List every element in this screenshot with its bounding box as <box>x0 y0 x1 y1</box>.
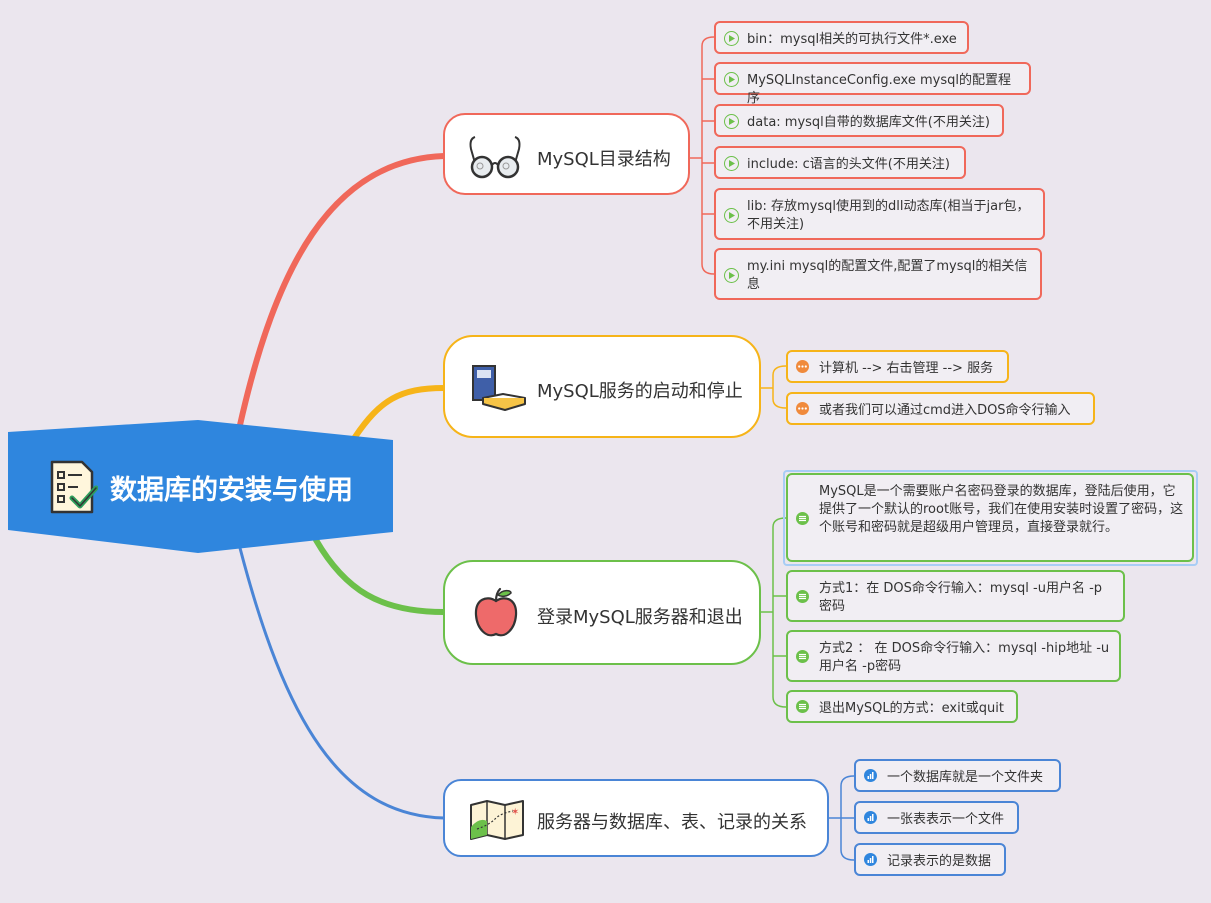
leaf-text: 记录表示的是数据 <box>887 854 992 869</box>
root-node[interactable] <box>8 420 393 553</box>
checklist-icon <box>48 460 99 518</box>
leaf-text: 退出MySQL的方式：exit或quit <box>819 701 1005 716</box>
more-icon <box>796 402 809 415</box>
list-icon <box>796 700 809 713</box>
more-icon <box>796 360 809 373</box>
leaf-text: include: c语言的头文件(不用关注) <box>747 157 950 172</box>
bar-chart-icon <box>864 811 877 824</box>
leaf-item[interactable]: my.ini mysql的配置文件,配置了mysql的相关信息 <box>714 248 1042 300</box>
branch-login-logout[interactable]: 登录MySQL服务器和退出 <box>443 560 761 665</box>
leaf-item[interactable]: 方式1：在 DOS命令行输入：mysql -u用户名 -p密码 <box>786 570 1125 622</box>
leaf-text: 方式2 ： 在 DOS命令行输入：mysql -hip地址 -u用户名 -p密码 <box>819 641 1110 674</box>
connector-branch-2 <box>352 385 447 440</box>
connector-branch-4 <box>238 546 446 820</box>
branch-title: MySQL目录结构 <box>537 149 671 170</box>
glasses-icon <box>467 133 523 183</box>
leaf-item[interactable]: MySQL是一个需要账户名密码登录的数据库，登陆后使用，它提供了一个默认的roo… <box>786 473 1194 562</box>
leaf-text: MySQL是一个需要账户名密码登录的数据库，登陆后使用，它提供了一个默认的roo… <box>819 484 1184 535</box>
leaf-item[interactable]: 记录表示的是数据 <box>854 843 1006 876</box>
leaf-item[interactable]: data: mysql自带的数据库文件(不用关注) <box>714 104 1004 137</box>
play-icon <box>724 31 739 46</box>
bar-chart-icon <box>864 853 877 866</box>
branch-title: MySQL服务的启动和停止 <box>537 381 743 402</box>
leaf-item[interactable]: 一个数据库就是一个文件夹 <box>854 759 1061 792</box>
leaf-item[interactable]: 方式2 ： 在 DOS命令行输入：mysql -hip地址 -u用户名 -p密码 <box>786 630 1121 682</box>
leaf-text: 一张表表示一个文件 <box>887 812 1005 827</box>
svg-text:✶: ✶ <box>511 807 519 818</box>
leaf-text: my.ini mysql的配置文件,配置了mysql的相关信息 <box>747 259 1028 292</box>
branch-3-child-lines <box>760 517 787 708</box>
branch-4-child-lines <box>828 775 855 861</box>
branch-title: 登录MySQL服务器和退出 <box>537 607 743 628</box>
apple-icon <box>473 587 519 643</box>
play-icon <box>724 156 739 171</box>
leaf-text: lib: 存放mysql使用到的dll动态库(相当于jar包，不用关注) <box>747 199 1030 232</box>
leaf-item[interactable]: 或者我们可以通过cmd进入DOS命令行输入 <box>786 392 1095 425</box>
play-icon <box>724 114 739 129</box>
branch-server-db-relationship[interactable]: ✶ 服务器与数据库、表、记录的关系 <box>443 779 829 857</box>
branch-directory-structure[interactable]: MySQL目录结构 <box>443 113 690 195</box>
connector-branch-1 <box>237 153 447 428</box>
list-icon <box>796 590 809 603</box>
leaf-text: 计算机 --> 右击管理 --> 服务 <box>819 361 994 376</box>
list-icon <box>796 512 809 525</box>
leaf-text: 方式1：在 DOS命令行输入：mysql -u用户名 -p密码 <box>819 581 1103 614</box>
selection-outline <box>783 470 1198 566</box>
bar-chart-icon <box>864 769 877 782</box>
leaf-item[interactable]: 退出MySQL的方式：exit或quit <box>786 690 1018 723</box>
leaf-text: bin：mysql相关的可执行文件*.exe <box>747 32 957 47</box>
play-icon <box>724 208 739 223</box>
leaf-text: 或者我们可以通过cmd进入DOS命令行输入 <box>819 403 1071 418</box>
root-title: 数据库的安装与使用 <box>110 475 353 506</box>
map-icon: ✶ <box>469 799 525 845</box>
leaf-item[interactable]: MySQLInstanceConfig.exe mysql的配置程序 <box>714 62 1031 106</box>
play-icon <box>724 72 739 87</box>
leaf-item[interactable]: 一张表表示一个文件 <box>854 801 1019 834</box>
leaf-text: MySQLInstanceConfig.exe mysql的配置程序 <box>747 73 1011 106</box>
play-icon <box>724 268 739 283</box>
branch-2-child-lines <box>760 365 787 409</box>
books-icon <box>469 364 527 416</box>
leaf-text: data: mysql自带的数据库文件(不用关注) <box>747 115 990 130</box>
leaf-item[interactable]: bin：mysql相关的可执行文件*.exe <box>714 21 969 54</box>
leaf-text: 一个数据库就是一个文件夹 <box>887 770 1044 785</box>
leaf-item[interactable]: 计算机 --> 右击管理 --> 服务 <box>786 350 1009 383</box>
branch-service-start-stop[interactable]: MySQL服务的启动和停止 <box>443 335 761 438</box>
branch-title: 服务器与数据库、表、记录的关系 <box>537 812 807 833</box>
leaf-item[interactable]: lib: 存放mysql使用到的dll动态库(相当于jar包，不用关注) <box>714 188 1045 240</box>
root-shape <box>8 420 393 553</box>
leaf-item[interactable]: include: c语言的头文件(不用关注) <box>714 146 966 179</box>
connector-branch-3 <box>313 537 447 615</box>
list-icon <box>796 650 809 663</box>
branch-1-child-lines <box>689 36 715 275</box>
